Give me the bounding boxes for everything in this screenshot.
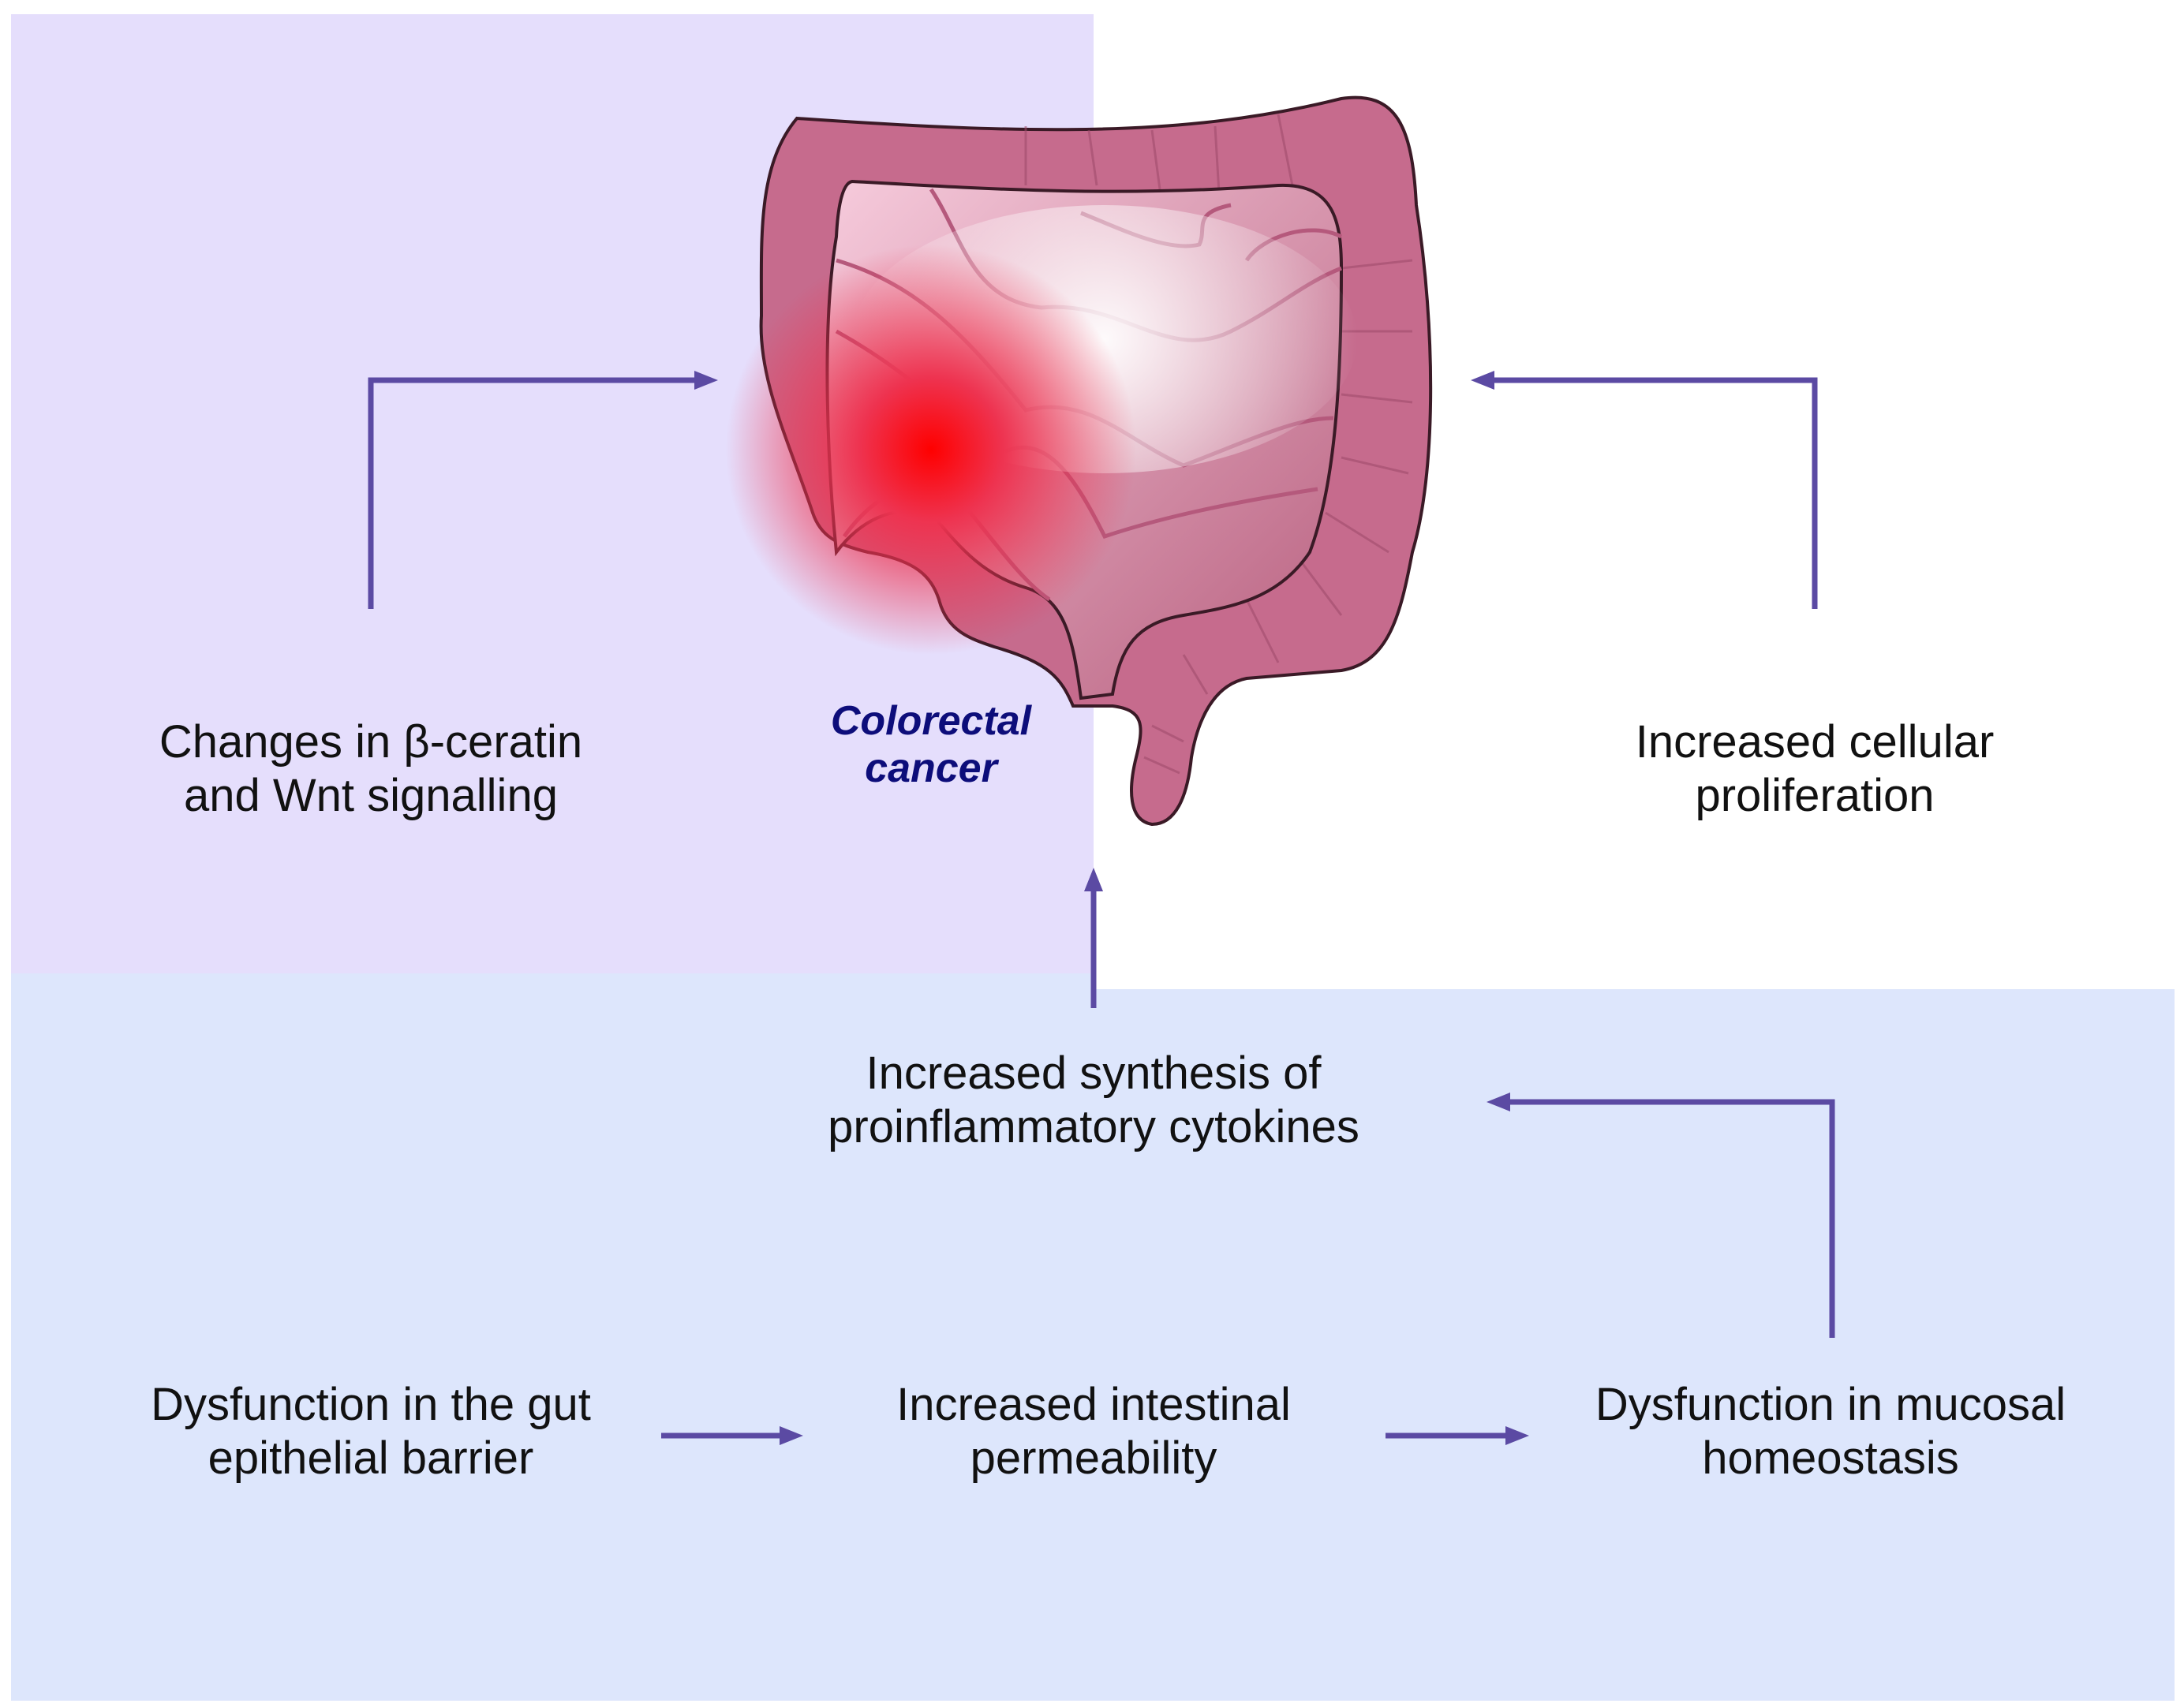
arrow-beta-catenin-to-cancer [368, 377, 694, 609]
arrowhead-beta-catenin [694, 371, 718, 390]
arrow-proliferation-to-cancer [1490, 377, 1818, 609]
label-intestinal-permeability: Increased intestinal permeability [896, 1379, 1291, 1484]
label-colorectal-cancer: Colorectal cancer [830, 698, 1032, 791]
arrowhead-permeability [1505, 1426, 1529, 1445]
label-cellular-proliferation: Increased cellular proliferation [1635, 716, 1995, 821]
arrowhead-cytokines [1084, 868, 1103, 891]
region-notch [1094, 973, 2175, 989]
arrowhead-barrier [780, 1426, 803, 1445]
arrowhead-homeostasis [1487, 1093, 1510, 1111]
label-mucosal-homeostasis: Dysfunction in mucosal homeostasis [1595, 1379, 2066, 1484]
label-beta-catenin-wnt: Changes in β-ceratin and Wnt signalling [159, 716, 583, 821]
arrow-homeostasis-to-cytokines [1509, 1099, 1835, 1338]
bottom-region [11, 973, 2175, 1701]
arrowhead-proliferation [1471, 371, 1494, 390]
label-gut-epithelial-barrier: Dysfunction in the gut epithelial barrie… [151, 1379, 591, 1484]
label-proinflammatory-cytokines: Increased synthesis of proinflammatory c… [828, 1048, 1359, 1152]
